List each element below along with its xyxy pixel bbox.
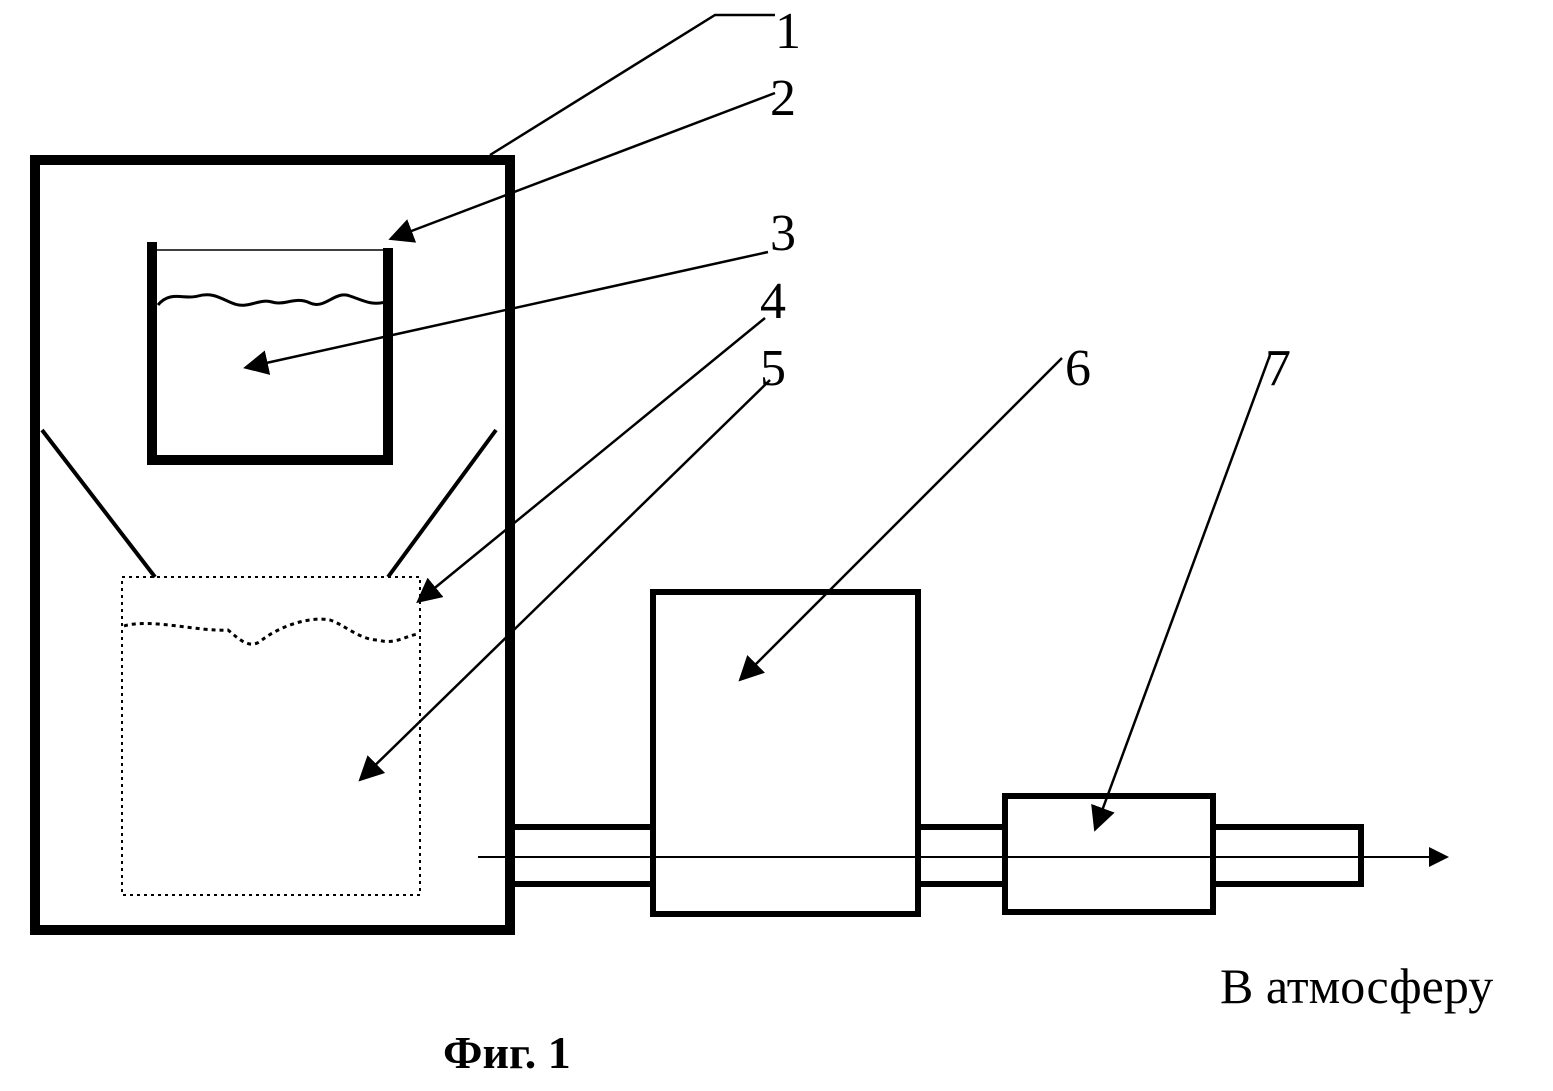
liquid-3-surface	[158, 295, 385, 306]
leader-4	[420, 318, 765, 600]
callout-7: 7	[1265, 340, 1291, 397]
callout-1: 1	[775, 3, 801, 60]
callout-4: 4	[760, 273, 786, 330]
pipe-segment-1	[510, 827, 653, 884]
callout-5: 5	[760, 340, 786, 397]
callout-2: 2	[770, 70, 796, 127]
pipe-segment-2	[918, 827, 1005, 884]
figure-caption: Фиг. 1	[443, 1027, 571, 1078]
leader-1	[490, 15, 775, 155]
chamber-1	[35, 160, 510, 930]
leader-6	[742, 358, 1062, 678]
leader-7	[1096, 355, 1270, 827]
leader-5	[362, 380, 770, 778]
pipe-segment-outlet	[1213, 827, 1361, 884]
liquid-5-surface	[124, 619, 418, 644]
funnel-line-left	[42, 430, 155, 577]
leader-2	[393, 93, 775, 238]
callout-3: 3	[770, 205, 796, 262]
container-2	[152, 242, 388, 460]
funnel-line-right	[388, 430, 496, 577]
block-7	[1005, 796, 1213, 912]
block-6	[653, 592, 918, 914]
outlet-label: В атмосферу	[1220, 958, 1493, 1014]
callout-6: 6	[1065, 340, 1091, 397]
